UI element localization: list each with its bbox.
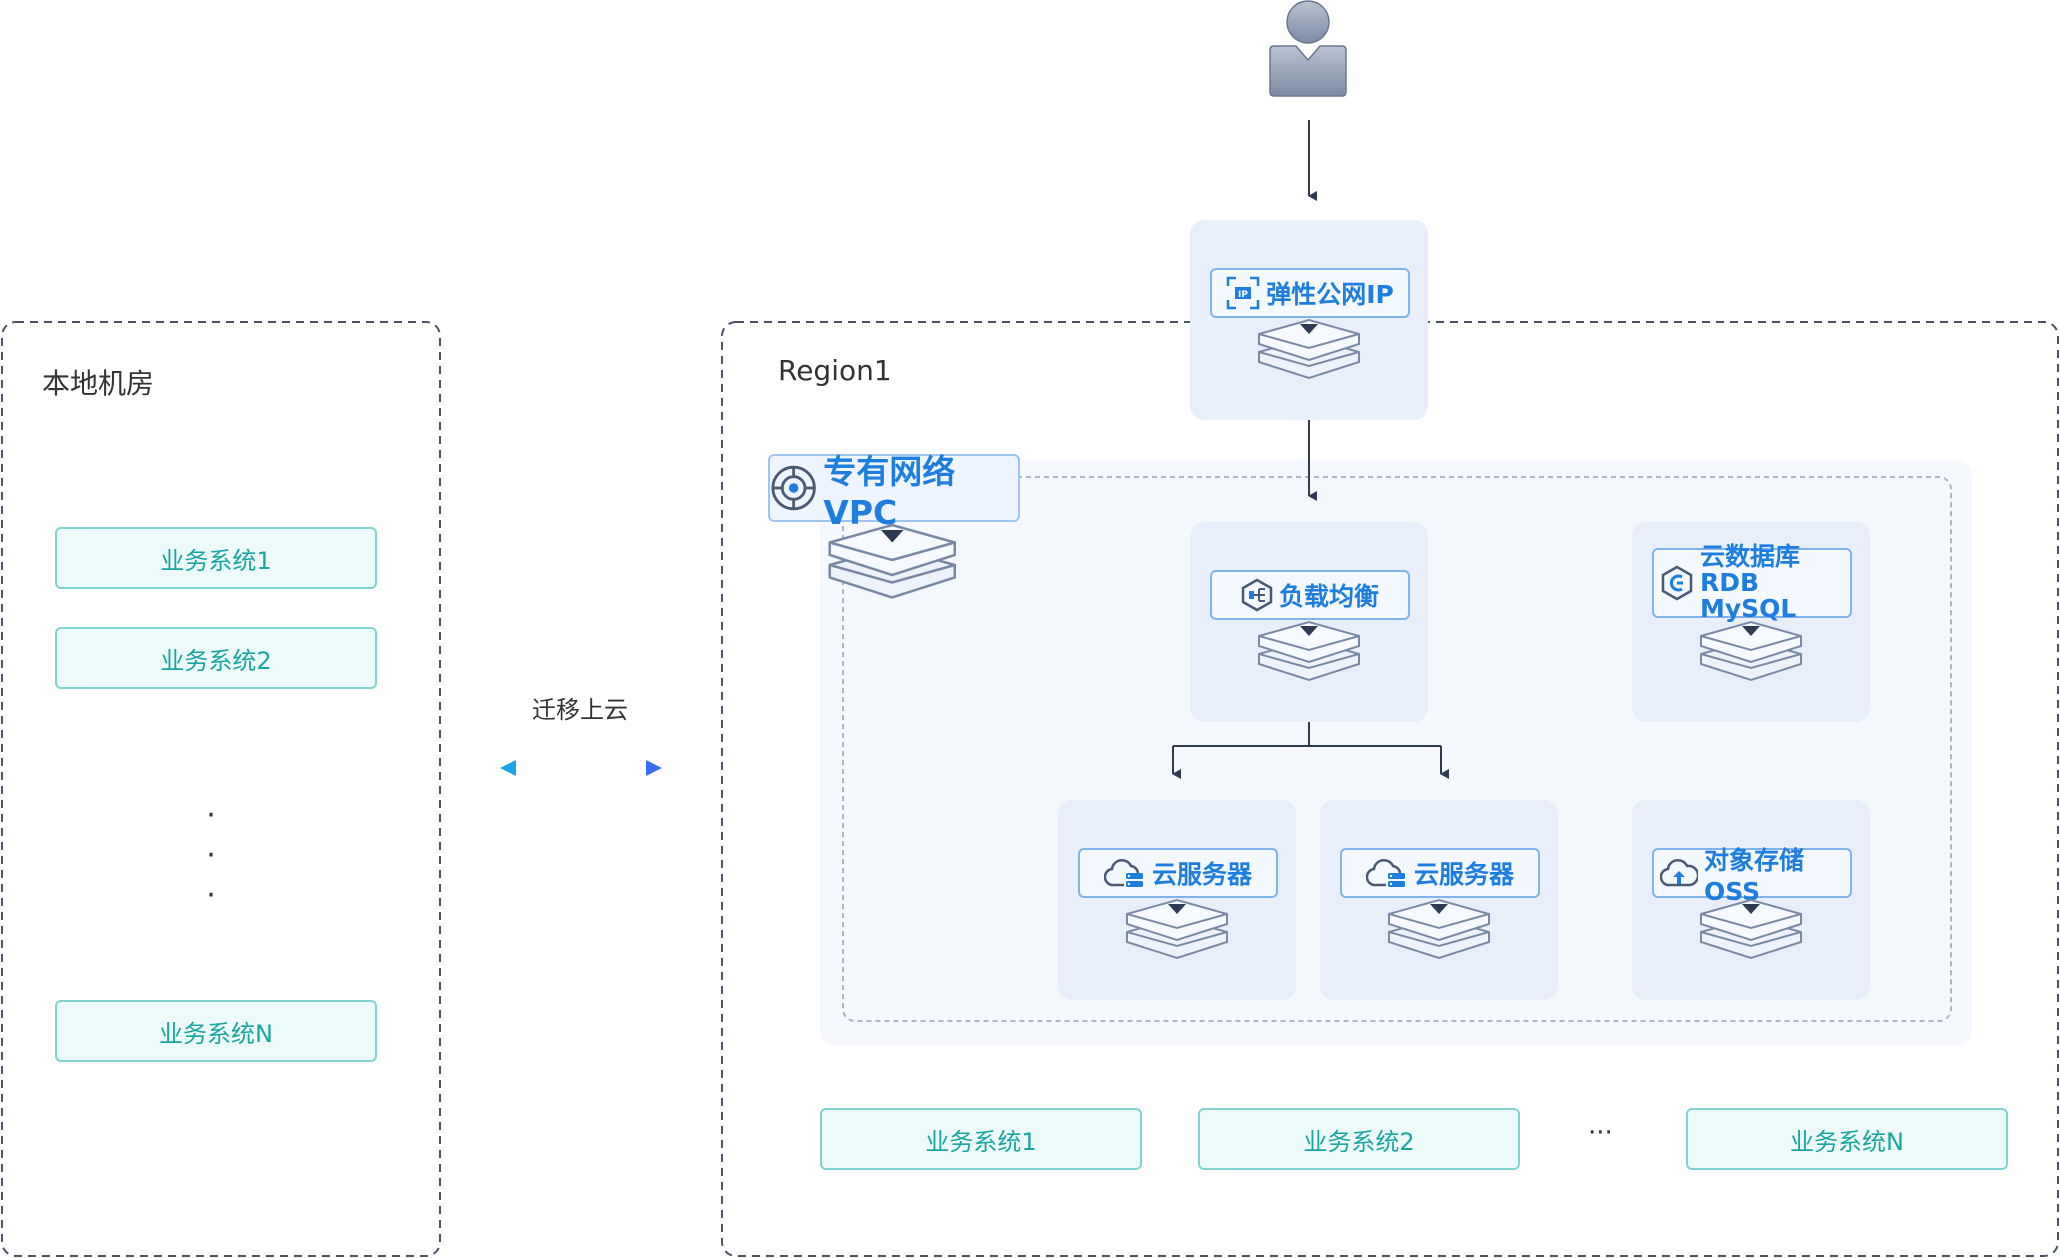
eip-icon: IP (1226, 276, 1260, 310)
eip-label: 弹性公网IP (1266, 280, 1394, 309)
onprem-system-1: 业务系统1 (55, 527, 377, 589)
onprem-system-2: 业务系统2 (55, 627, 377, 689)
onprem-vertical-ellipsis: · · · (206, 798, 216, 913)
region-systems-ellipsis: ··· (1588, 1118, 1613, 1148)
rds-label-line2: MySQL (1700, 594, 1797, 623)
ecs2-label-box: 云服务器 (1340, 848, 1540, 898)
oss-label-box: 对象存储OSS (1652, 846, 1852, 906)
oss-layers-icon (1698, 896, 1804, 966)
svg-text:IP: IP (1238, 290, 1248, 300)
slb-label: 负载均衡 (1278, 582, 1379, 611)
database-icon (1661, 565, 1693, 601)
cloud-storage-icon (1660, 859, 1698, 887)
migration-label: 迁移上云 (532, 696, 628, 724)
onprem-system-n: 业务系统N (55, 1000, 377, 1062)
oss-label: 对象存储OSS (1704, 845, 1805, 906)
load-balancer-icon (1241, 578, 1273, 612)
ecs2-layers-icon (1386, 896, 1492, 966)
onprem-border (1, 321, 441, 1257)
eip-label-box: IP 弹性公网IP (1210, 268, 1410, 318)
ecs1-label: 云服务器 (1151, 860, 1252, 889)
ecs1-label-box: 云服务器 (1078, 848, 1278, 898)
cloud-server-icon (1103, 859, 1143, 887)
ecs1-layers-icon (1124, 896, 1230, 966)
region-system-n: 业务系统N (1686, 1108, 2008, 1170)
slb-label-box: 负载均衡 (1210, 570, 1410, 620)
vpc-icon (771, 465, 816, 511)
vpc-layers-icon (826, 520, 959, 607)
cloud-server-icon (1365, 859, 1405, 887)
vpc-label-box: 专有网络VPC (768, 452, 1020, 532)
rds-layers-icon (1698, 618, 1804, 688)
region-border (721, 321, 2059, 1257)
user-icon (1269, 0, 1347, 97)
region-system-2: 业务系统2 (1198, 1108, 1520, 1170)
region-system-1: 业务系统1 (820, 1108, 1142, 1170)
slb-layers-icon (1256, 618, 1362, 688)
ecs2-label: 云服务器 (1413, 860, 1514, 889)
vpc-label: 专有网络VPC (823, 451, 956, 532)
region-title: Region1 (778, 354, 892, 387)
migration-arrow (500, 760, 662, 776)
rds-label-box: 云数据库RDB MySQL (1652, 544, 1852, 622)
onprem-title: 本地机房 (42, 367, 155, 400)
eip-layers-icon (1256, 316, 1362, 386)
rds-label-line1: 云数据库RDB (1700, 542, 1801, 597)
vpc-inner-border (842, 476, 1952, 1022)
